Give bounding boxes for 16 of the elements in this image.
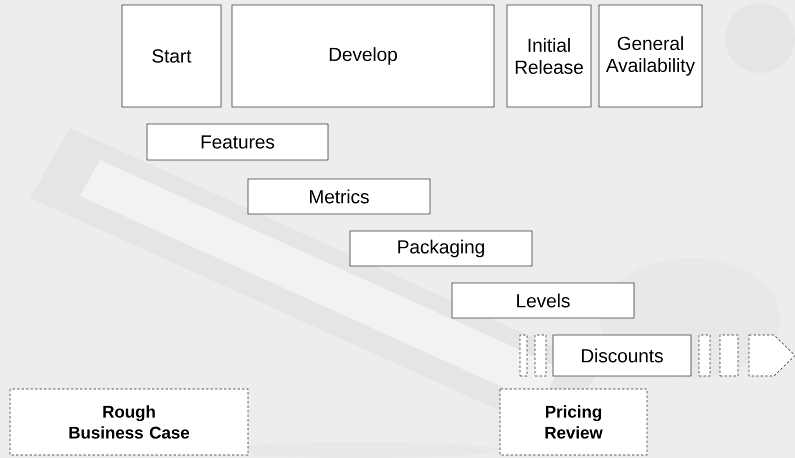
task-box: Features [146, 124, 328, 160]
phase-box: Develop [232, 4, 494, 108]
phase-box: General Availability [598, 4, 702, 108]
placeholder-box [534, 334, 546, 376]
arrow-shape [748, 334, 795, 376]
phase-box: Initial Release [506, 4, 592, 108]
milestone-box: Pricing Review [500, 388, 648, 456]
phase-box: Start [122, 4, 222, 108]
placeholder-box [720, 334, 738, 376]
task-box: Levels [452, 282, 634, 318]
task-box: Discounts [552, 334, 692, 376]
task-box: Metrics [248, 178, 430, 214]
task-box: Packaging [350, 230, 532, 266]
placeholder-box [698, 334, 710, 376]
placeholder-box [520, 334, 528, 376]
milestone-box: Rough Business Case [10, 388, 248, 456]
